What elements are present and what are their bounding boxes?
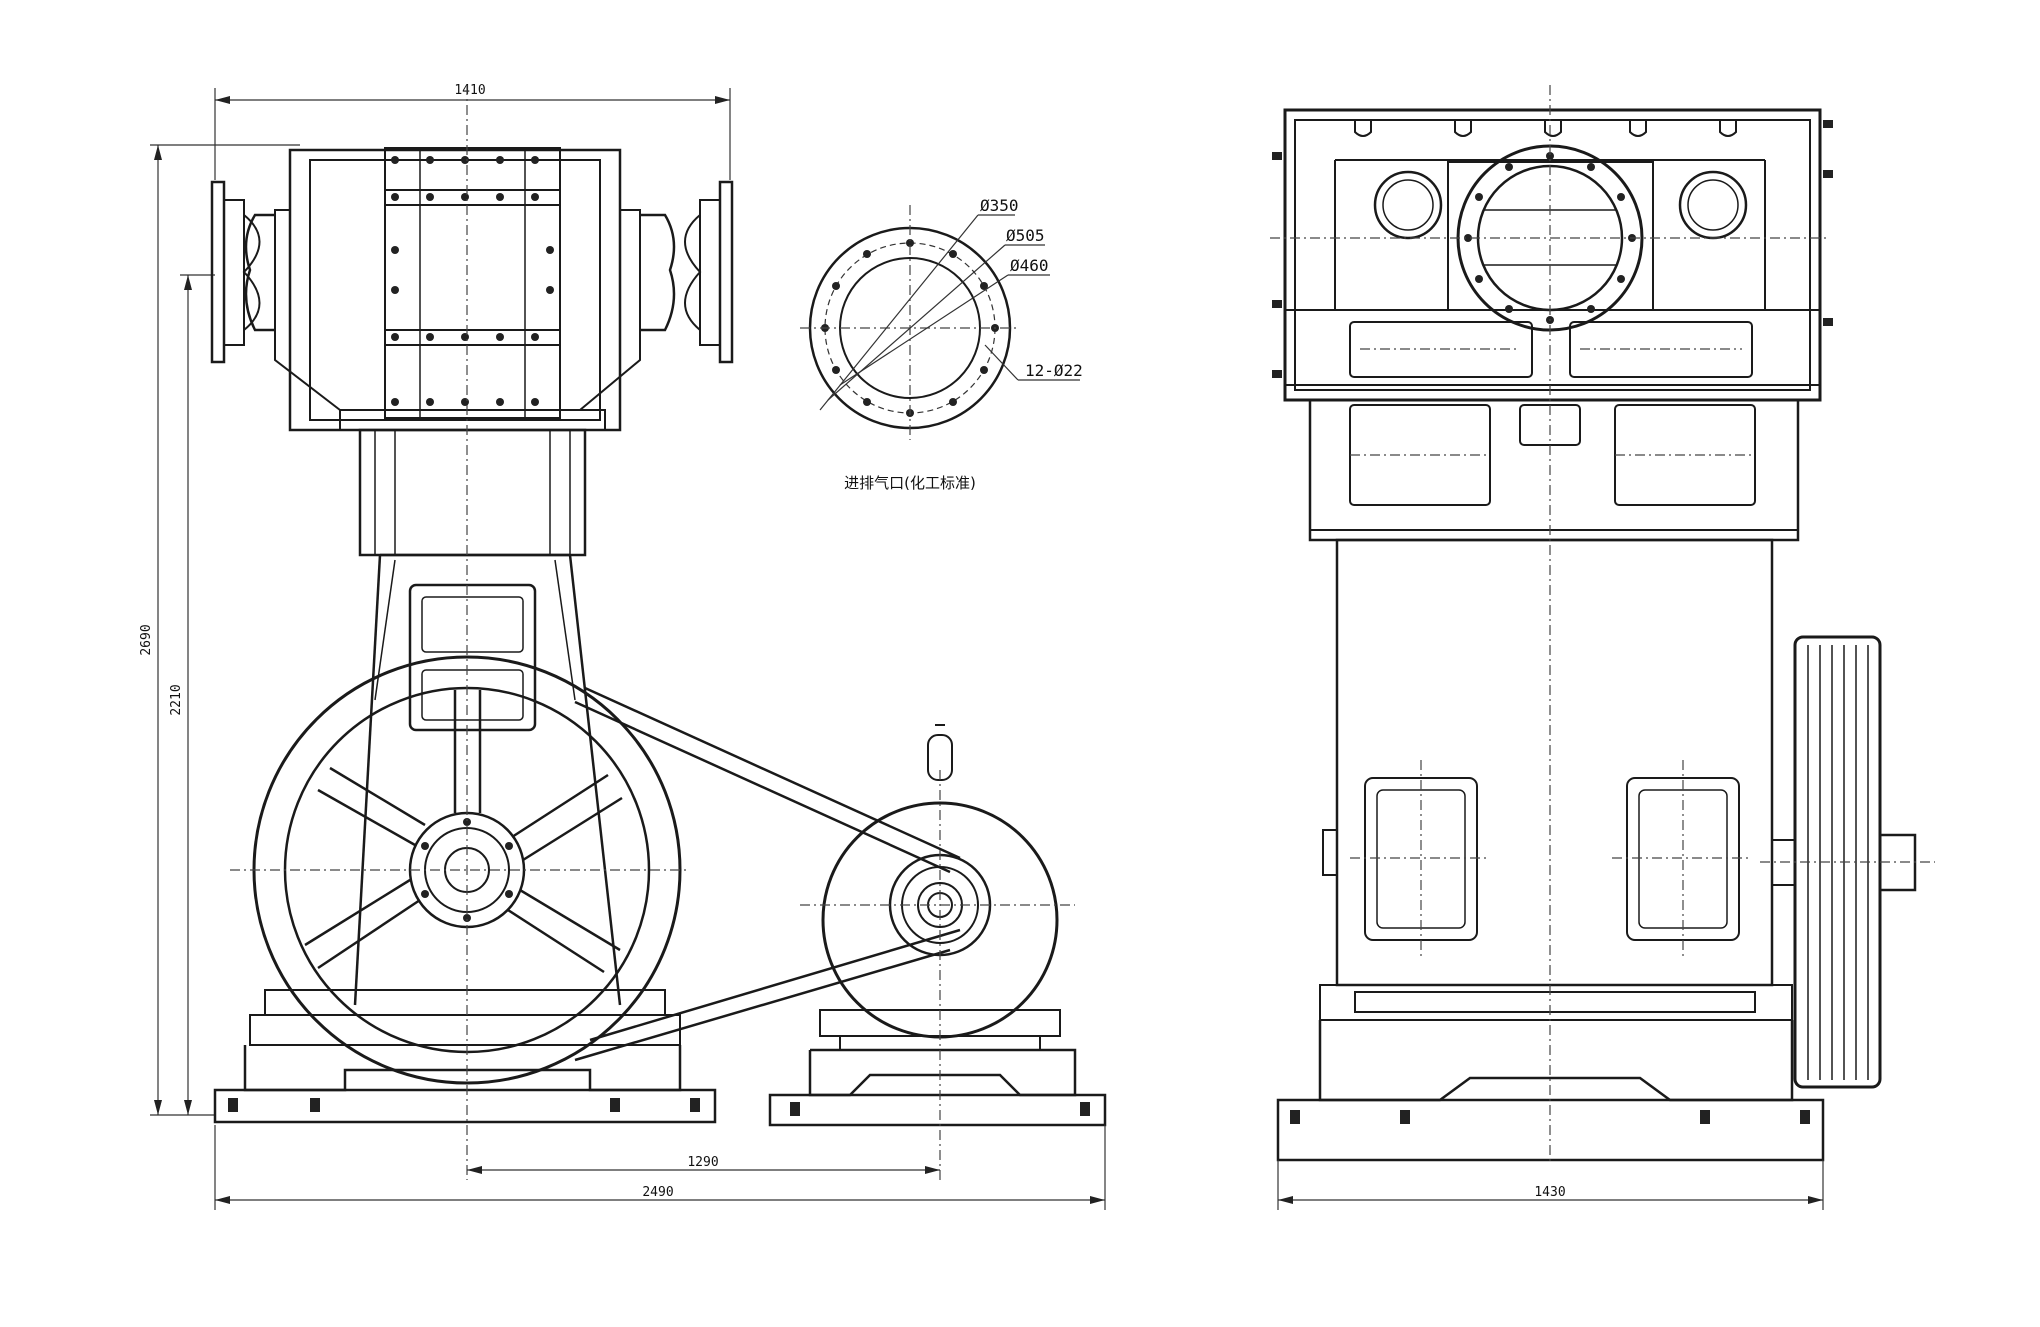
height-dimensions: 2690 2210: [139, 144, 300, 1116]
side-flywheel: [1760, 635, 1935, 1089]
cylinder-head: [210, 147, 734, 432]
flange-detail: Ø350 Ø505 Ø460 12-Ø22 进排气口(化工标准): [800, 196, 1083, 492]
top-width-dimension: 1410: [214, 83, 731, 180]
dim-top-width: 1410: [454, 83, 485, 98]
dim-side-width: 1430: [1534, 1185, 1565, 1200]
motor-base: [768, 1048, 1107, 1127]
flange-dia-460: Ø460: [1010, 256, 1049, 275]
head-bolts: [391, 156, 554, 406]
crankcase-frame: [353, 553, 622, 1006]
flange-dia-505: Ø505: [1006, 226, 1045, 245]
v-belt: [574, 686, 961, 1062]
flange-holes-label: 12-Ø22: [1025, 361, 1083, 380]
side-distance-block: [1308, 398, 1800, 542]
front-view: 1410 2690 2210: [139, 83, 1107, 1210]
dim-base-length: 2490: [642, 1185, 673, 1200]
flange-dia-350: Ø350: [980, 196, 1019, 215]
flange-holes: [821, 239, 999, 417]
dim-center-distance: 1290: [687, 1155, 718, 1170]
cylinder-body: [358, 428, 587, 557]
flange-caption: 进排气口(化工标准): [844, 474, 976, 492]
side-view: 1430: [1270, 85, 1935, 1210]
dim-total-height: 2690: [139, 624, 154, 655]
dim-inner-height: 2210: [169, 684, 184, 715]
bottom-dimensions: 1290 2490: [214, 1125, 1106, 1210]
compressor-base: [213, 989, 717, 1124]
front-centerlines: [230, 85, 1075, 1180]
side-cylinder-block: [1272, 108, 1833, 402]
side-crankcase: [1322, 538, 1774, 987]
side-width-dimension: 1430: [1277, 1160, 1824, 1210]
